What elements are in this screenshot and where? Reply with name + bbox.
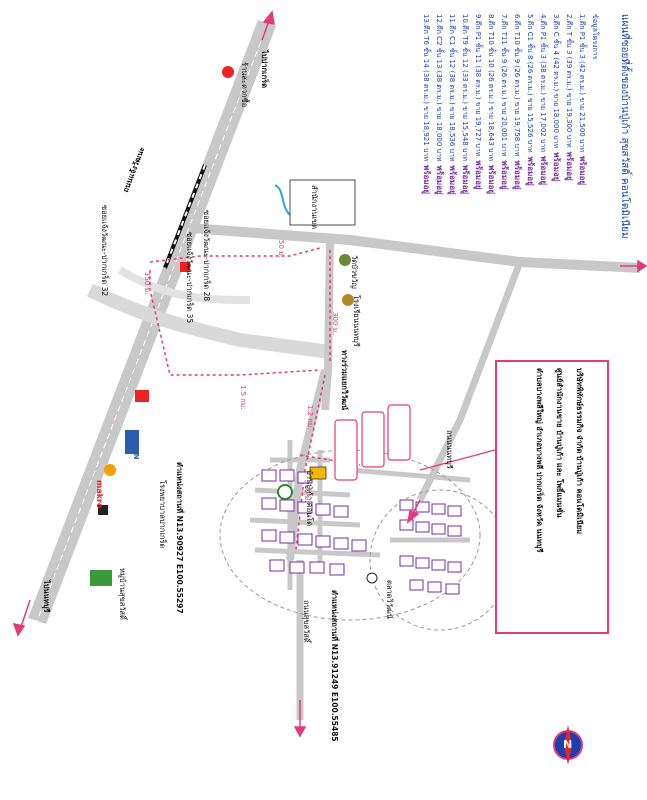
- project-item-text: 10.ตึก T9 ชั้น 12 (33 ตร.ม.) ขาย 15,548 …: [461, 14, 469, 161]
- soi-road-top: [189, 223, 641, 273]
- project-item-tag: พร้อมอยู่: [565, 151, 574, 181]
- road-right: [416, 260, 524, 502]
- road-label-right: ถนนนนทบุรี: [445, 430, 454, 469]
- project-item-tag: พร้อมอยู่: [422, 164, 431, 195]
- project-item: 8.ตึก T10 ชั้น 10 (26 ตร.ม.) ขาย 18,643 …: [485, 14, 498, 195]
- road-label-bottom: ถนนสุขสวัสดิ์: [302, 600, 311, 643]
- project-item: 4.ตึก P1 ชั้น 3 (38 ตร.ม.) ขาย 17,002 บา…: [537, 14, 550, 195]
- address-line-3: ตำบลบางพลีใหญ่ อำเภอบางพลี ปากเกร็ด จังห…: [535, 368, 544, 553]
- address-line-2: ศูนย์สำนักงานขาย บ้านปู่เก้า และ โพธิ์แม…: [555, 368, 564, 518]
- project-item-tag: พร้อมอยู่: [500, 160, 509, 190]
- project-item-text: 3.ตึก C ชั้น 4 (42 ตร.ม.) ขาย 18,000 บาท: [552, 14, 560, 149]
- rail-line: [163, 164, 207, 269]
- project-item-text: 12.ตึก C2 ชั้น 13 (38 ตร.ม.) ขาย 18,000 …: [435, 14, 443, 162]
- project-item: 6.ตึก T10 ชั้น 9 (26 ตร.ม.) ขาย 19,758 บ…: [511, 14, 524, 195]
- expressway: [86, 283, 331, 359]
- address-connector: [419, 449, 496, 471]
- coordinate-label-2: ตำแหน่งสถานที่ N13.91249 E100.55485: [330, 590, 339, 742]
- project-items: 1.ตึก P1 ชั้น 3 (42 ตร.ม.) ขาย 21,500 บา…: [420, 14, 589, 195]
- project-item: 7.ตึก T11 ชั้น 9 (26 ตร.ม.) ขาย 20,001 บ…: [498, 14, 511, 195]
- project-item-text: 6.ตึก T10 ชั้น 9 (26 ตร.ม.) ขาย 19,758 บ…: [513, 14, 521, 157]
- project-item-text: 2.ตึก T ชั้น 3 (39 ตร.ม.) ขาย 19,300 บาท: [565, 14, 573, 148]
- direction-label-bottom: ไปนนทบุรี: [42, 580, 51, 613]
- road-arrows: [12, 10, 647, 738]
- map-title: แผนที่ซอยที่ตั้งของบ้านปู่เก้า สุขสวัสดิ…: [619, 14, 630, 239]
- project-item: 2.ตึก T ชั้น 3 (39 ตร.ม.) ขาย 19,300 บาท…: [563, 14, 576, 195]
- project-item-text: 5.ตึก C1 ชั้น 8 (26 ตร.ม.) ขาย 15,526 บา…: [526, 14, 534, 153]
- project-list-heading: ข้อมูลโครงการ: [591, 14, 599, 60]
- project-item: 13.ตึก T6 ชั้น 14 (38 ตร.ม.) ขาย 18,921 …: [420, 14, 433, 195]
- project-item-tag: พร้อมอยู่: [526, 156, 535, 186]
- distance-label-1-5: 1.5 กม.: [239, 385, 247, 410]
- soi-label-28: ซอยแจ้งวัฒนะ-ปากเกร็ด 28: [202, 210, 211, 302]
- temple-label: วัดบัวขวัญ: [350, 255, 359, 289]
- project-item-text: 13.ตึก T6 ชั้น 14 (38 ตร.ม.) ขาย 18,921 …: [422, 14, 430, 161]
- nissan-label: NISSAN: [132, 430, 140, 460]
- makro-label: makro: [95, 480, 104, 509]
- project-highlight: [309, 466, 327, 480]
- landmark-icons: [90, 66, 378, 586]
- distance-label-500: 500 ม.: [303, 480, 311, 503]
- project-item-tag: พร้อมอยู่: [435, 165, 444, 195]
- office-box: [289, 179, 356, 226]
- project-item-text: 1.ตึก P1 ชั้น 3 (42 ตร.ม.) ขาย 21,500 บา…: [578, 14, 586, 152]
- coordinate-label-1: ตำแหน่งสถานที่ N13.90927 E100.55297: [175, 462, 184, 614]
- project-item-text: 8.ตึก T10 ชั้น 10 (26 ตร.ม.) ขาย 18,643 …: [487, 14, 495, 161]
- project-item: 5.ตึก C1 ชั้น 8 (26 ตร.ม.) ขาย 15,526 บา…: [524, 14, 537, 195]
- project-item-tag: พร้อมอยู่: [461, 164, 470, 195]
- project-item-tag: พร้อมอยู่: [513, 160, 522, 190]
- school-label: โรงเรียนนนทบุรี: [352, 295, 361, 347]
- project-item-tag: พร้อมอยู่: [539, 155, 548, 186]
- distance-label-50: 50 ม.: [277, 240, 285, 258]
- distance-label-300: 300 ม.: [331, 312, 339, 335]
- office-label: สำนักงานเขต: [310, 185, 319, 230]
- compass: [553, 725, 583, 765]
- market-label: ตลาดวิวัฒน์: [385, 580, 394, 619]
- project-item: 9.ตึก P1 ชั้น 11 (38 ตร.ม.) ขาย 19,727 บ…: [472, 14, 485, 195]
- project-item: 1.ตึก P1 ชั้น 3 (42 ตร.ม.) ขาย 21,500 บา…: [576, 14, 589, 195]
- project-item: 3.ตึก C ชั้น 4 (42 ตร.ม.) ขาย 18,000 บาท…: [550, 14, 563, 195]
- project-list: ข้อมูลโครงการ 1.ตึก P1 ชั้น 3 (42 ตร.ม.)…: [420, 14, 600, 195]
- compass-north-label: N: [563, 738, 573, 751]
- project-item-tag: พร้อมอยู่: [578, 155, 587, 186]
- road-to-project: [286, 369, 329, 561]
- distance-label-1-2: 1.2 กม.: [306, 405, 314, 430]
- junction-label: ทางร่วมแยกวิวัฒน์: [340, 350, 349, 411]
- project-item-tag: พร้อมอยู่: [448, 165, 457, 195]
- project-item-text: 9.ตึก P1 ชั้น 11 (38 ตร.ม.) ขาย 19,727 บ…: [474, 14, 482, 157]
- soi-label-32: ซอยแจ้งวัฒนะ-ปากเกร็ด 32: [100, 205, 109, 297]
- direction-label-top: ไปปากเกร็ด: [260, 50, 269, 89]
- pond: [274, 184, 291, 216]
- project-item: 12.ตึก C2 ชั้น 13 (38 ตร.ม.) ขาย 18,000 …: [433, 14, 446, 195]
- project-item-tag: พร้อมอยู่: [487, 164, 496, 195]
- project-item: 11.ตึก C1 ชั้น 12 (38 ตร.ม.) ขาย 18,536 …: [446, 14, 459, 195]
- project-item-tag: พร้อมอยู่: [552, 152, 561, 182]
- project-halls: [334, 404, 411, 481]
- project-item-text: 7.ตึก T11 ชั้น 9 (26 ตร.ม.) ขาย 20,001 บ…: [500, 14, 508, 157]
- distance-label-150: 150 ม.: [143, 272, 151, 295]
- address-box: [495, 360, 609, 634]
- village-label: หมู่บ้านสุขสวัสดิ์: [118, 568, 127, 620]
- soi-label-35: ซอยแจ้งวัฒนะ-ปากเกร็ด 35: [185, 232, 194, 324]
- hospital-label: โรงพยาบาลปากเกร็ด: [158, 480, 167, 549]
- store-label: ร้านสะดวกซื้อ: [240, 62, 249, 108]
- address-line-1: บริษัทพิทักษ์ธรรมกิจ จำกัด บ้านปู่เก้า ค…: [575, 368, 584, 535]
- project-item-text: 4.ตึก P1 ชั้น 3 (38 ตร.ม.) ขาย 17,002 บา…: [539, 14, 547, 152]
- project-item-tag: พร้อมอยู่: [474, 160, 483, 190]
- project-item: 10.ตึก T9 ชั้น 12 (33 ตร.ม.) ขาย 15,548 …: [459, 14, 472, 195]
- project-buildings: [261, 469, 462, 595]
- project-item-text: 11.ตึก C1 ชั้น 12 (38 ตร.ม.) ขาย 18,536 …: [448, 14, 456, 162]
- expressway-ramp: [117, 266, 251, 304]
